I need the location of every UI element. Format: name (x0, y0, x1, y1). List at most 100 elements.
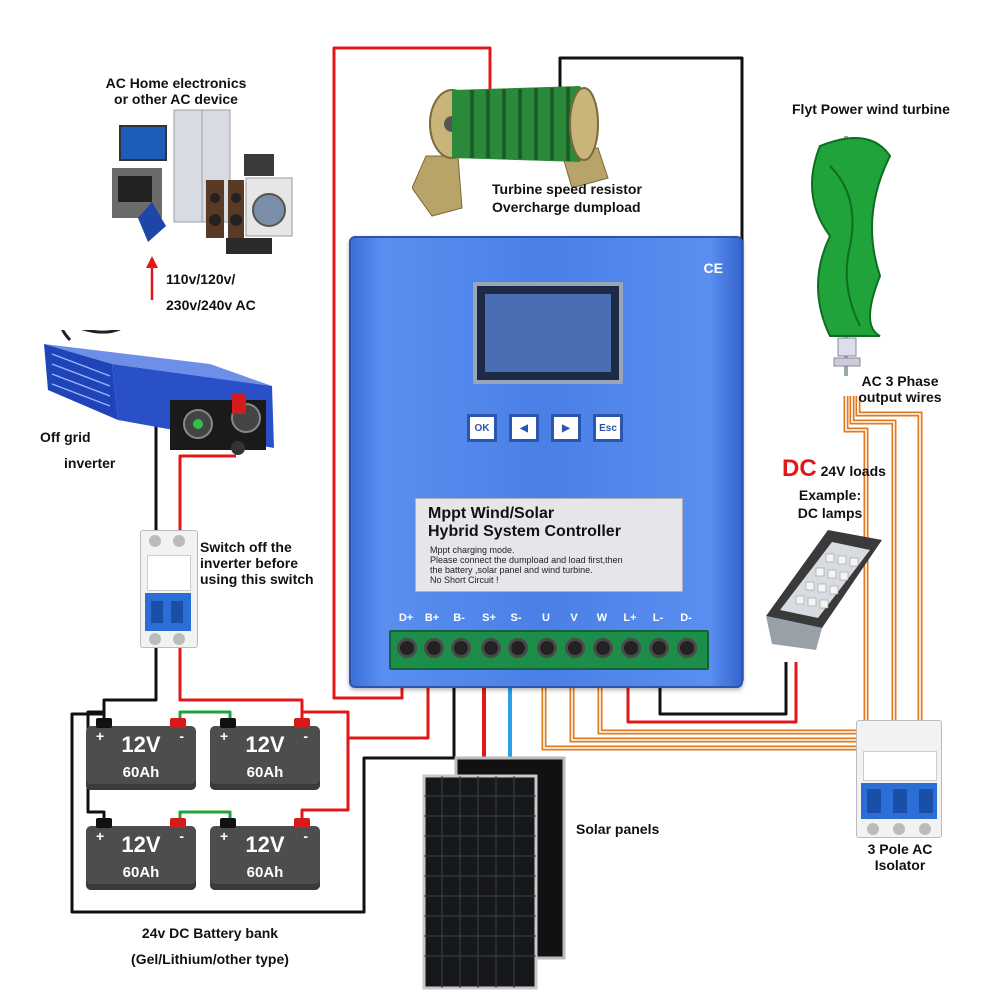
terminal-label-w: W (596, 612, 608, 624)
terminal-screw[interactable] (424, 638, 444, 658)
terminal-screw[interactable] (565, 638, 585, 658)
dc-loads-label: DC 24V loads (782, 457, 886, 481)
resistor-label-2: Overcharge dumpload (492, 199, 641, 215)
terminal-screw[interactable] (451, 638, 471, 658)
battery-voltage: 12V (245, 832, 285, 857)
battery-minus-sign: - (179, 728, 184, 744)
dumpload-positive-wire (332, 46, 492, 700)
dumpload-resistor (412, 86, 609, 217)
ac-devices-label-2: or other AC device (114, 91, 238, 107)
controller-battery-negative (70, 680, 456, 914)
controller-battery-positive (348, 680, 430, 740)
switch-label-3: using this switch (200, 571, 314, 587)
switch-label-1: Switch off the (200, 539, 292, 555)
battery-capacity: 60Ah (122, 764, 160, 781)
ok-button[interactable]: OK (467, 414, 497, 442)
terminal-screw[interactable] (621, 638, 641, 658)
battery-voltage: 12V (121, 832, 161, 857)
dc-breaker-switch[interactable] (140, 530, 198, 648)
battery-bank-label-1: 24v DC Battery bank (141, 925, 279, 941)
terminal-screw[interactable] (508, 638, 528, 658)
battery-bank-label-2: (Gel/Lithium/other type) (131, 951, 289, 967)
dc-label: DC (782, 455, 817, 482)
controller-note-3: the battery ,solar panel and wind turbin… (430, 565, 593, 575)
battery-plus-sign: + (220, 828, 229, 844)
terminal-label-d-plus: D+ (398, 612, 414, 624)
terminal-block (389, 630, 709, 670)
controller-note-1: Mppt charging mode. (430, 545, 515, 555)
breaker-negative-wire (102, 646, 158, 714)
vertical-wind-turbine (811, 136, 892, 376)
terminal-label-d-minus: D- (680, 612, 692, 624)
left-button[interactable]: ◀ (509, 414, 539, 442)
terminal-label-l-minus: L- (652, 612, 664, 624)
breaker-positive-wire (178, 646, 304, 712)
load-negative-wire (658, 662, 788, 716)
battery-1: + - 12V 60Ah (86, 718, 196, 790)
ac-devices-label-1: AC Home electronics (105, 75, 247, 91)
dc-loads-voltage: 24V loads (820, 463, 886, 479)
terminal-screw[interactable] (481, 638, 501, 658)
right-button[interactable]: ▶ (551, 414, 581, 442)
isolator-label-1: 3 Pole AC (867, 841, 933, 857)
battery-3: + - 12V 60Ah (86, 818, 196, 890)
dc-example-label: Example: (798, 487, 862, 503)
battery-capacity: 60Ah (246, 864, 284, 881)
inverter-label-2: inverter (64, 455, 116, 471)
solar-label: Solar panels (576, 821, 660, 837)
terminal-screw[interactable] (649, 638, 669, 658)
battery-capacity: 60Ah (246, 764, 284, 781)
battery-voltage: 12V (121, 732, 161, 757)
terminal-screw[interactable] (397, 638, 417, 658)
turbine-label: Flyt Power wind turbine (792, 101, 950, 117)
turbine-output-label-1: AC 3 Phase (861, 373, 939, 389)
controller-note-4: No Short Circuit ! (430, 575, 499, 585)
terminal-label-b-minus: B- (453, 612, 465, 624)
terminal-label-s-plus: S+ (482, 612, 496, 624)
terminal-label-u: U (542, 612, 550, 624)
controller-title-2: Hybrid System Controller (428, 523, 621, 540)
off-grid-inverter (44, 330, 274, 455)
turbine-output-label-2: output wires (858, 389, 942, 405)
ac-voltage-label-2: 230v/240v AC (166, 297, 256, 313)
terminal-screw[interactable] (677, 638, 697, 658)
dc-lamps-label: DC lamps (797, 505, 863, 521)
ce-mark: CE (703, 260, 723, 276)
terminal-label-s-minus: S- (510, 612, 522, 624)
battery-minus-sign: - (303, 728, 308, 744)
battery-2: + - 12V 60Ah (210, 718, 320, 790)
bank-positive-to-controller (300, 710, 350, 822)
esc-button[interactable]: Esc (593, 414, 623, 442)
load-positive-wire (626, 662, 798, 724)
controller-label-plate: Mppt Wind/Solar Hybrid System Controller… (415, 498, 683, 592)
ac-voltage-label-1: 110v/120v/ (166, 271, 236, 287)
battery-minus-sign: - (303, 828, 308, 844)
lcd-display (473, 282, 623, 384)
dc-street-lamp (766, 530, 882, 650)
battery-minus-sign: - (179, 828, 184, 844)
controller-note-2: Please connect the dumpload and load fir… (430, 555, 623, 565)
hybrid-charge-controller: CE OK ◀ ▶ Esc Mppt Wind/Solar Hybrid Sys… (349, 236, 743, 688)
inverter-label-1: Off grid (40, 429, 91, 445)
battery-plus-sign: + (220, 728, 229, 744)
battery-plus-sign: + (96, 728, 105, 744)
ac-3-pole-isolator[interactable] (856, 720, 942, 838)
terminal-label-l-plus: L+ (623, 612, 637, 624)
terminal-screw[interactable] (593, 638, 613, 658)
ac-appliances-image (112, 109, 293, 254)
battery-voltage: 12V (245, 732, 285, 757)
terminal-screw[interactable] (537, 638, 557, 658)
terminal-label-b-plus: B+ (424, 612, 440, 624)
switch-label-2: inverter before (200, 555, 299, 571)
series-link-bottom (178, 810, 232, 822)
series-link-top (178, 710, 232, 722)
inverter-positive-wire (178, 454, 236, 534)
controller-title-1: Mppt Wind/Solar (428, 505, 555, 522)
battery-4: + - 12V 60Ah (210, 818, 320, 890)
resistor-label-1: Turbine speed resistor (492, 181, 642, 197)
solar-panels (422, 756, 566, 990)
isolator-label-2: Isolator (874, 857, 926, 873)
terminal-label-v: V (570, 612, 578, 624)
battery-capacity: 60Ah (122, 864, 160, 881)
battery-plus-sign: + (96, 828, 105, 844)
